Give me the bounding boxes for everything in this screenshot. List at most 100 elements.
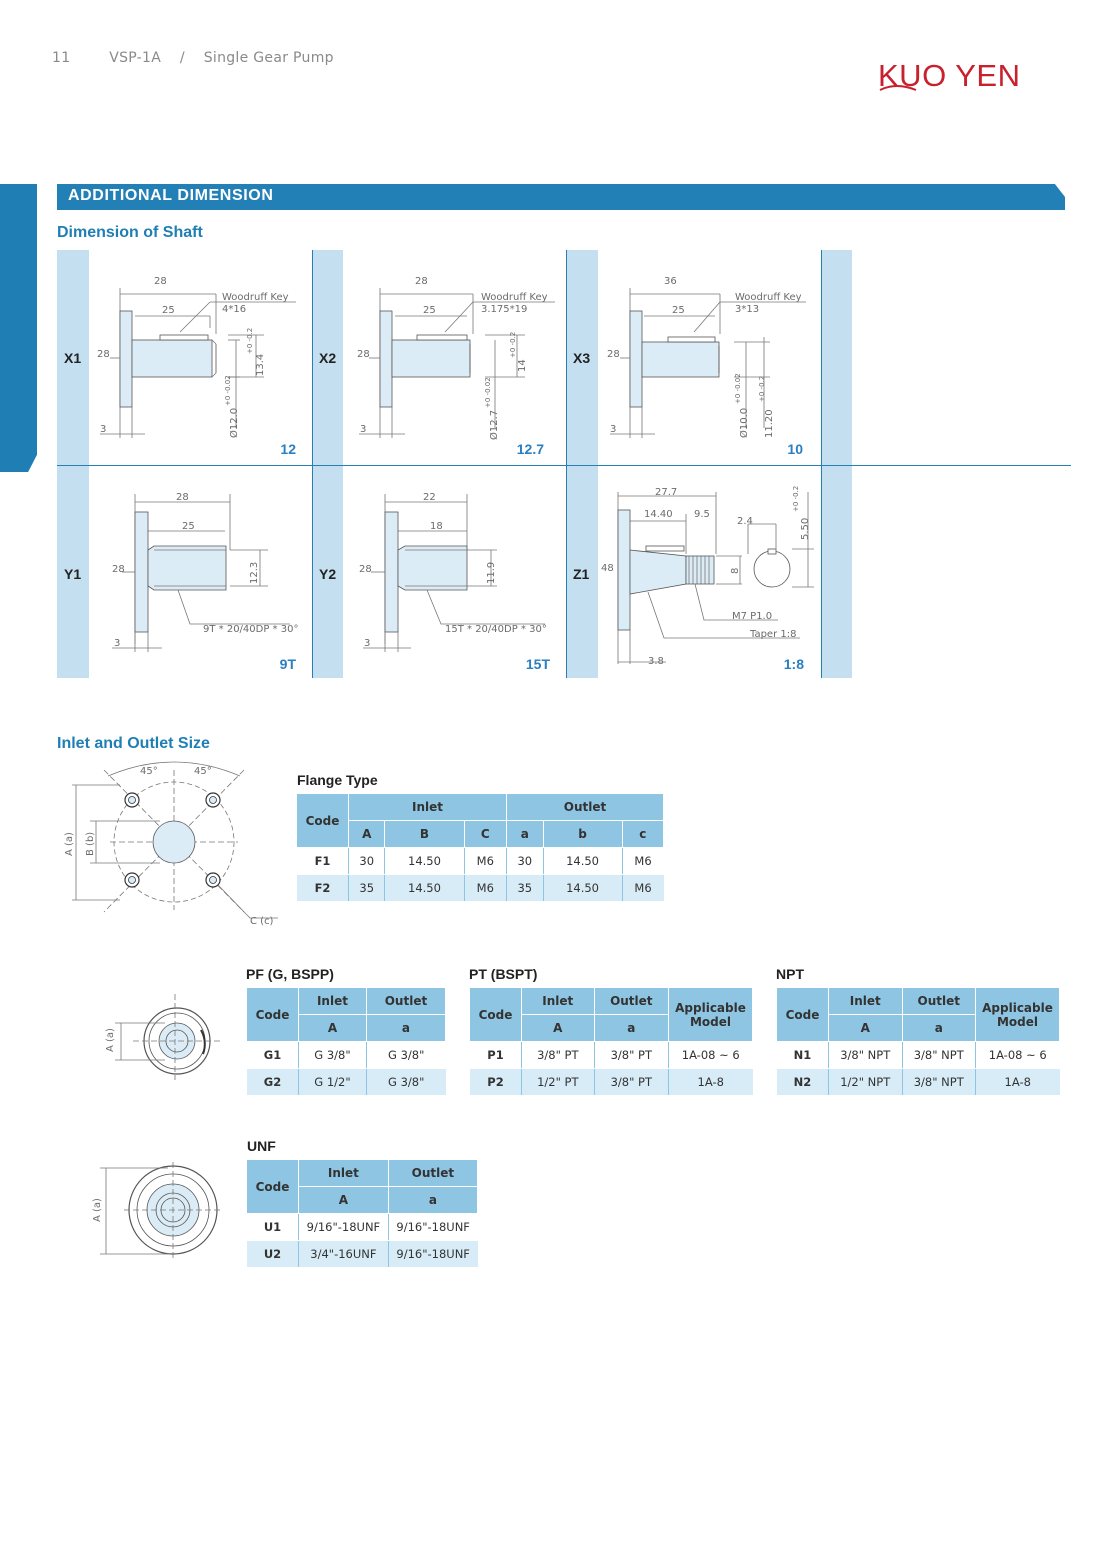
col-head: A [298, 1186, 389, 1214]
product-name: Single Gear Pump [203, 50, 334, 66]
dim-len-total: 28 [415, 276, 428, 287]
shaft-value-x2: 12.7 [516, 441, 544, 457]
dim-key-size: 4*16 [222, 304, 246, 315]
cell: 1A-08 ~ 6 [975, 1041, 1060, 1069]
grid-divider [566, 250, 567, 678]
col-head-code: Code [296, 793, 349, 848]
cell: G 1/2" [298, 1068, 367, 1096]
dim-diameter: Ø12.0 [228, 408, 240, 438]
table-row: G1 G 3/8" G 3/8" [246, 1041, 446, 1069]
col-head: B [384, 820, 465, 848]
dim-key-label: Woodruff Key [222, 292, 289, 303]
label-a: A (a) [92, 1198, 103, 1222]
cell-code: U1 [246, 1213, 299, 1241]
shaft-drawing-x1: 28 25 Woodruff Key 4*16 28 3 13.4 +0 -0.… [97, 276, 296, 438]
cell-code: G1 [246, 1041, 299, 1069]
cell-code: P1 [469, 1041, 522, 1069]
col-head-outlet: Outlet [901, 987, 976, 1015]
cell: 3/4"-16UNF [298, 1240, 389, 1268]
cell: 1/2" NPT [828, 1068, 903, 1096]
npt-table: Code Inlet Outlet Applicable Model A a N… [776, 987, 1060, 1096]
col-head-outlet: Outlet [365, 987, 447, 1015]
cell: 14.50 [542, 874, 623, 902]
dim-tol-d: +0 -0.02 [224, 375, 232, 406]
cell: G 3/8" [365, 1068, 446, 1096]
dim-key-w: 2.4 [737, 516, 753, 527]
pf-port-drawing: A (a) [105, 994, 221, 1080]
dim-tol-h: +0 -0.2 [509, 332, 517, 358]
cell: M6 [463, 874, 508, 902]
flange-table: Code Inlet Outlet A B C a b c F1 30 14.5… [296, 793, 665, 902]
cell: 3/8" NPT [901, 1041, 976, 1069]
col-head-inlet: Inlet [828, 987, 903, 1015]
col-head-inlet: Inlet [521, 987, 595, 1015]
dim-len-total: 27.7 [655, 487, 677, 498]
dim-tol-h: +0 -0.2 [758, 376, 766, 402]
dim-flange: 28 [359, 564, 372, 575]
dim-len-total: 28 [176, 492, 189, 503]
brand-logo: KUO YEN [878, 58, 1021, 93]
shaft-value-y2: 15T [525, 656, 550, 672]
col-head: C [463, 820, 508, 848]
cell-code: F2 [296, 874, 349, 902]
cell-code: U2 [246, 1240, 299, 1268]
page-number: 11 [52, 50, 71, 66]
dim-step: 3.8 [648, 656, 664, 664]
dim-step: 3 [610, 424, 616, 435]
dim-height: 13.4 [255, 354, 266, 376]
cell: 9/16"-18UNF [387, 1213, 478, 1241]
cell-code: G2 [246, 1068, 299, 1096]
shaft-code-z1: Z1 [573, 566, 590, 582]
cell-code: N2 [776, 1068, 829, 1096]
dim-thread-d: 8 [730, 568, 741, 574]
ports-title: Inlet and Outlet Size [57, 735, 210, 752]
dim-spline: 15T * 20/40DP * 30° [445, 624, 547, 635]
pf-table: Code Inlet Outlet A a G1 G 3/8" G 3/8" G… [246, 987, 447, 1096]
col-head: a [387, 1186, 479, 1214]
dim-key-label: Woodruff Key [481, 292, 548, 303]
col-head: b [542, 820, 623, 848]
cell-code: N1 [776, 1041, 829, 1069]
col-head-outlet: Outlet [506, 793, 664, 821]
col-head-code: Code [246, 1159, 299, 1214]
dim-flange: 48 [601, 563, 614, 574]
col-head-inlet: Inlet [347, 793, 508, 821]
dim-len-a: 14.40 [644, 509, 673, 520]
shaft-drawing-y1: 28 25 28 3 12.3 9T * 20/40DP * 30° [112, 492, 298, 652]
col-head-code: Code [246, 987, 299, 1042]
table-row: N2 1/2" NPT 3/8" NPT 1A-8 [776, 1068, 1060, 1096]
col-head-outlet: Outlet [387, 1159, 479, 1187]
cell: 35 [506, 874, 544, 902]
cell: 14.50 [384, 847, 465, 875]
dim-taper: Taper 1:8 [749, 629, 796, 640]
grid-row-divider [57, 465, 1071, 466]
pf-table-title: PF (G, BSPP) [246, 966, 334, 982]
cell: 1/2" PT [521, 1068, 595, 1096]
cell: 3/8" NPT [828, 1041, 903, 1069]
cell: 14.50 [384, 874, 465, 902]
shaft-drawing-x3: 36 25 Woodruff Key 3*13 28 3 11.20 +0 -0… [607, 276, 806, 438]
dim-flange: 28 [97, 349, 110, 360]
band-col-2 [313, 250, 343, 678]
dim-height: 11.20 [764, 409, 775, 438]
flange-table-title: Flange Type [297, 772, 378, 788]
label-b: B (b) [85, 832, 96, 856]
shaft-drawing-y2: 22 18 28 3 11.9 15T * 20/40DP * 30° [359, 492, 547, 652]
cell: 3/8" PT [521, 1041, 595, 1069]
npt-table-title: NPT [776, 966, 804, 982]
shaft-code-y1: Y1 [64, 566, 82, 582]
table-row: F2 35 14.50 M6 35 14.50 M6 [296, 874, 664, 902]
label-c: C (c) [250, 916, 274, 927]
cell: M6 [621, 874, 664, 902]
table-row: P1 3/8" PT 3/8" PT 1A-08 ~ 6 [469, 1041, 753, 1069]
dim-step: 3 [360, 424, 366, 435]
cell: 30 [347, 847, 386, 875]
band-col-1 [57, 250, 89, 678]
cell-code: P2 [469, 1068, 522, 1096]
dim-diameter: Ø12.7 [488, 410, 500, 440]
col-head: a [506, 820, 544, 848]
shaft-drawing-x2: 28 25 Woodruff Key 3.175*19 28 3 14 +0 -… [357, 276, 555, 440]
cell: 14.50 [542, 847, 623, 875]
dim-key-size: 3.175*19 [481, 304, 527, 315]
col-head-inlet: Inlet [298, 1159, 389, 1187]
